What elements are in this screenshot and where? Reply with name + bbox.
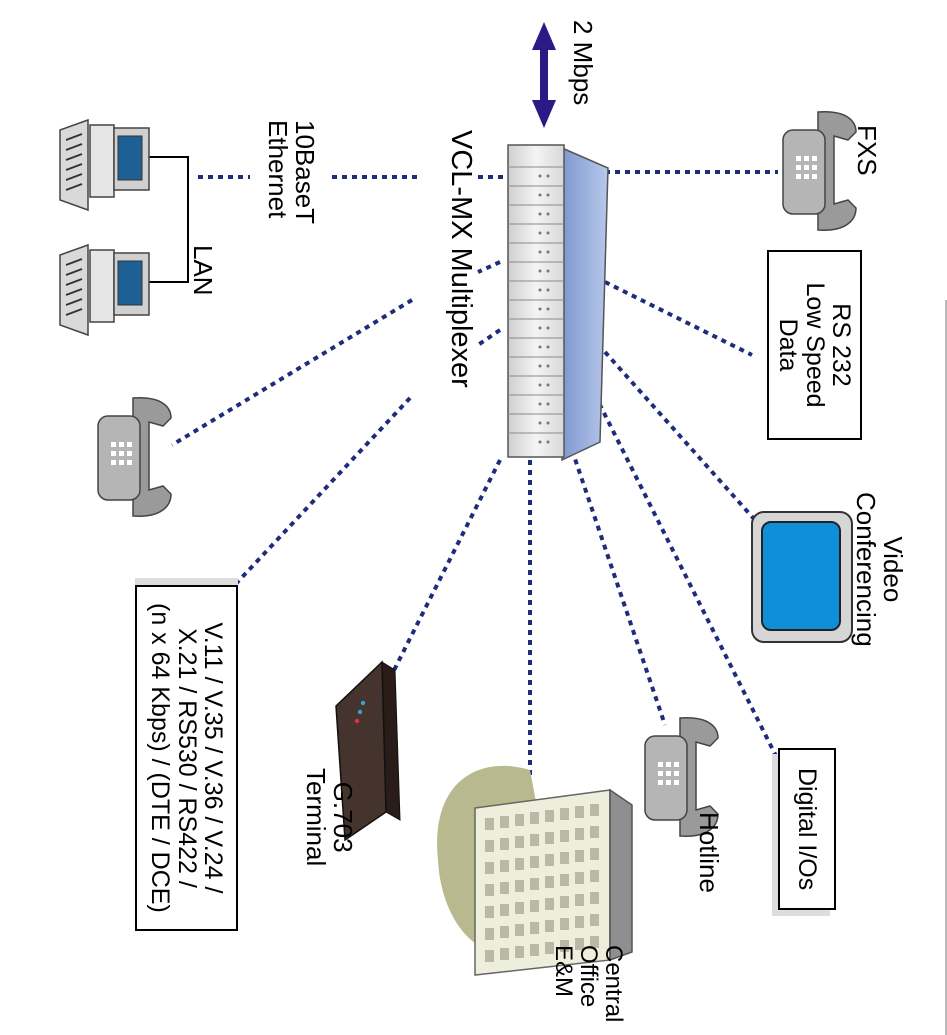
video-label: Video Conferencing xyxy=(850,492,908,647)
bandwidth-label: 2 Mbps xyxy=(568,20,598,106)
telephone-icon-hotline xyxy=(644,717,719,837)
link-interfaces xyxy=(230,396,412,590)
lan-label: LAN xyxy=(188,245,218,296)
connection-lines xyxy=(170,170,780,778)
mux-label: VCL-MX Multiplexer xyxy=(445,130,477,388)
link-g703 xyxy=(378,459,502,699)
ethernet-label-line-2: Ethernet xyxy=(262,120,293,219)
fxs-label: FXS xyxy=(852,125,882,176)
hotline-label: Hotline xyxy=(694,812,724,893)
link-hotline xyxy=(570,449,667,726)
interfaces-box: V.11 / V.35 / V.36 / V.24 / X.21 / RS530… xyxy=(135,585,238,931)
rs232-label-line-3: Data xyxy=(774,318,803,372)
video-label-line-1: Video xyxy=(878,536,908,603)
g703-label: G.703 Terminal xyxy=(300,768,358,867)
multiplexer-icon xyxy=(507,144,609,462)
lan-cable xyxy=(148,156,189,283)
link-rs232 xyxy=(604,280,753,357)
computer-icon xyxy=(59,118,150,212)
central-office-building-icon xyxy=(437,765,633,976)
ethernet-label: 10BaseT Ethernet xyxy=(262,120,320,225)
central-office-label: Central Office E&M xyxy=(549,945,627,1023)
g703-terminal-icon xyxy=(335,660,401,842)
digital-io-box: Digital I/Os xyxy=(777,748,836,911)
g703-label-line-1: G.703 xyxy=(328,781,358,853)
central-office-label-line-2: Office xyxy=(574,945,602,1008)
rs232-label-line-2: Low Speed xyxy=(800,282,829,408)
link-digital-io xyxy=(593,394,780,761)
link-mux-left-1 xyxy=(477,260,501,274)
video-label-line-2: Conferencing xyxy=(850,492,881,647)
video-monitor-icon xyxy=(751,511,853,643)
link-mux-left-2 xyxy=(476,328,502,347)
interfaces-label-line-1: V.11 / V.35 / V.36 / V.24 / xyxy=(199,622,227,894)
g703-label-line-2: Terminal xyxy=(300,768,331,867)
rs232-box: RS 232 Low Speed Data xyxy=(767,250,862,440)
telephone-icon-fxs xyxy=(782,111,857,231)
link-phone-left xyxy=(170,298,414,447)
central-office-label-line-3: E&M xyxy=(549,945,577,998)
computer-icon xyxy=(59,243,150,337)
central-office-label-line-1: Central xyxy=(600,945,627,1023)
interfaces-label-line-3: (n x 64 Kbps) / (DTE / DCE) xyxy=(146,603,175,913)
ethernet-label-line-1: 10BaseT xyxy=(290,120,320,225)
rs232-label-line-1: RS 232 xyxy=(827,303,855,387)
bandwidth-arrow-icon xyxy=(532,22,556,128)
telephone-icon xyxy=(97,397,172,517)
interfaces-label-line-2: X.21 / RS530 / RS422 / xyxy=(172,627,201,888)
link-video xyxy=(603,350,757,522)
